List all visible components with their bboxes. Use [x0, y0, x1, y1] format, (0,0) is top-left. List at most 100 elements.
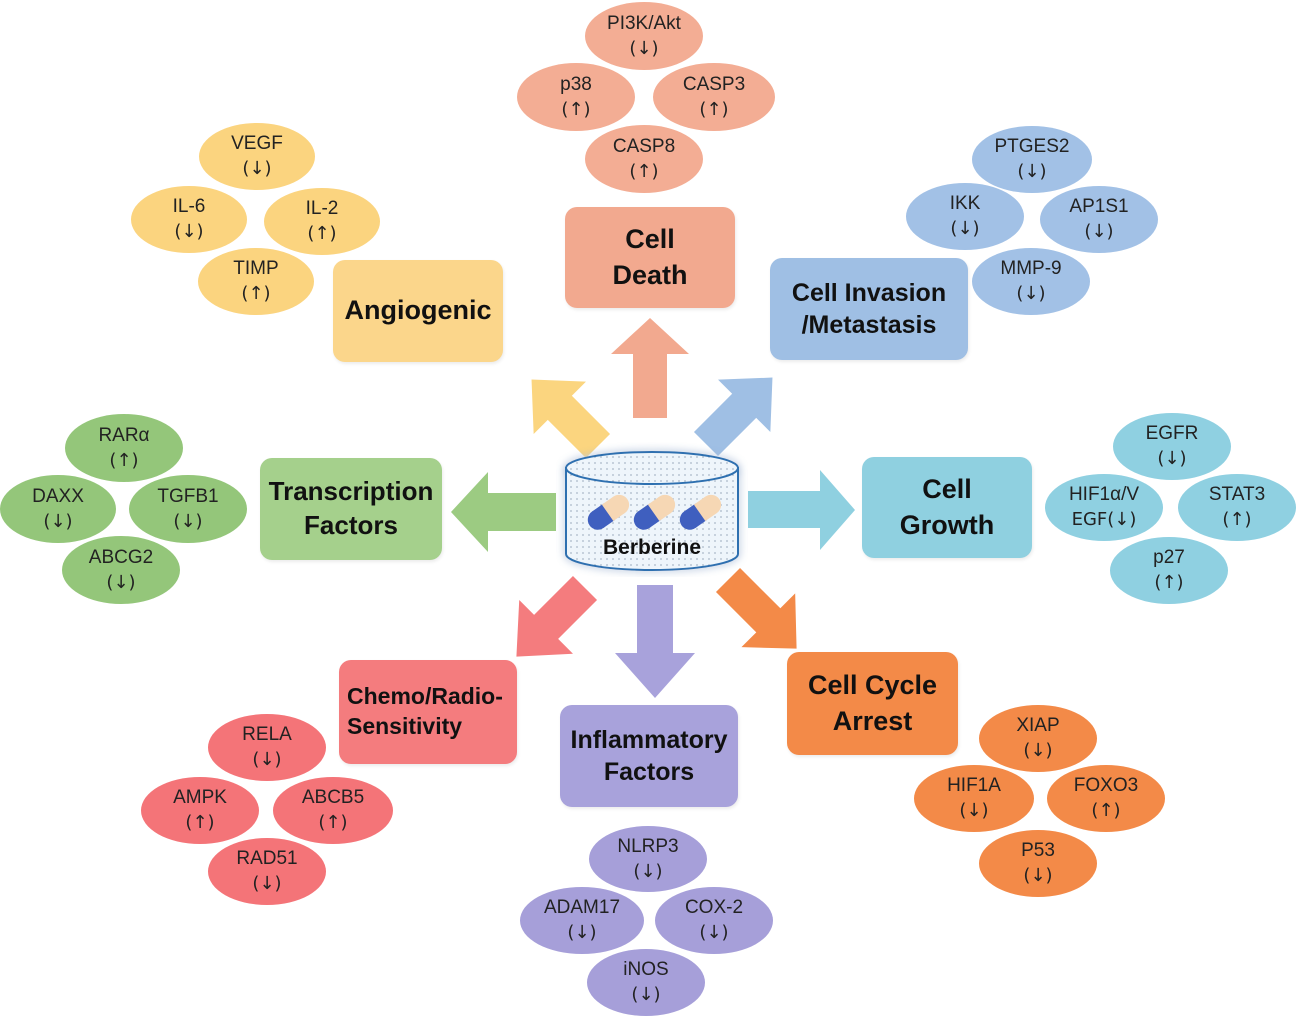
factor-regulation: (↓) [567, 922, 597, 944]
factor-name: DAXX [32, 485, 84, 507]
factor-name: RAD51 [236, 848, 298, 870]
category-box-cell-cycle-arrest: Cell Cycle Arrest [787, 652, 958, 755]
category-title: Cell Growth [899, 474, 995, 540]
factor-regulation: (↓) [252, 873, 282, 895]
factor-name: NLRP3 [617, 835, 679, 857]
factor-name: IKK [949, 193, 981, 215]
factor-regulation: EGF(↓) [1071, 509, 1137, 531]
factor-regulation: (↓) [959, 800, 989, 822]
factor-regulation: (↓) [106, 571, 136, 593]
factor-regulation: (↑) [561, 98, 591, 120]
factor-name: VEGF [231, 133, 283, 155]
berberine-label: Berberine [602, 536, 702, 559]
berberine-center: Berberine [556, 442, 748, 577]
factor-regulation: (↓) [1157, 448, 1187, 470]
factor-oval: XIAP (↓) [979, 705, 1097, 772]
factor-oval: IL-2 (↑) [264, 188, 380, 255]
factor-name: PTGES2 [994, 136, 1070, 158]
category-box-inflammatory-factors: Inflammatory Factors [560, 705, 738, 807]
category-title: Cell Invasion /Metastasis [791, 278, 947, 340]
factor-name: STAT3 [1208, 484, 1266, 506]
factor-regulation: (↓) [950, 218, 980, 240]
category-title: Inflammatory Factors [570, 725, 728, 787]
factor-oval: RARα (↑) [65, 414, 183, 482]
factor-oval: IKK (↓) [906, 183, 1024, 250]
factor-regulation: (↓) [631, 984, 661, 1006]
factor-regulation: (↑) [1222, 509, 1252, 531]
factor-name: FOXO3 [1073, 775, 1139, 797]
factor-oval: TIMP (↑) [198, 248, 314, 315]
factor-oval: PI3K/Akt (↓) [585, 2, 703, 70]
factor-name: XIAP [1016, 715, 1060, 737]
factor-oval: COX-2 (↓) [655, 887, 773, 954]
factor-oval: p38 (↑) [517, 63, 635, 131]
factor-oval: TGFB1 (↓) [129, 475, 247, 543]
category-box-angiogenic: Angiogenic [333, 260, 503, 362]
factor-oval: AP1S1 (↓) [1040, 186, 1158, 253]
category-box-cell-invasion: Cell Invasion /Metastasis [770, 258, 968, 360]
factor-oval: RELA (↓) [208, 714, 326, 781]
arrow-inflammatory [615, 585, 695, 698]
factor-oval: iNOS (↓) [587, 949, 705, 1016]
factor-oval: P53 (↓) [979, 830, 1097, 897]
factor-oval: CASP3 (↑) [653, 63, 775, 131]
factor-oval: FOXO3 (↑) [1047, 765, 1165, 832]
factor-regulation: (↑) [629, 160, 659, 182]
factor-name: IL-6 [172, 196, 206, 218]
factor-regulation: (↓) [629, 37, 659, 59]
arrow-cell-invasion [693, 377, 773, 457]
factor-name: p27 [1153, 547, 1185, 569]
factor-oval: p27 (↑) [1110, 537, 1228, 604]
factor-name: IL-2 [305, 198, 339, 220]
factor-regulation: (↑) [1091, 800, 1121, 822]
arrow-cell-death [611, 318, 689, 418]
factor-oval: HIF1α/V EGF(↓) [1045, 474, 1163, 541]
factor-name: MMP-9 [1000, 258, 1062, 280]
factor-oval: ADAM17 (↓) [520, 887, 644, 954]
factor-name: ADAM17 [543, 897, 621, 919]
factor-oval: EGFR (↓) [1113, 413, 1231, 480]
factor-name: TIMP [233, 258, 279, 280]
factor-regulation: (↓) [252, 749, 282, 771]
category-title: Cell Cycle Arrest [807, 670, 938, 736]
factor-oval: ABCB5 (↑) [273, 777, 393, 844]
factor-name: HIF1A [947, 775, 1001, 797]
category-box-chemo-radio-sensitivity: Chemo/Radio- Sensitivity [339, 660, 517, 764]
factor-oval: STAT3 (↑) [1178, 474, 1296, 541]
factor-oval: AMPK (↑) [141, 777, 259, 844]
factor-regulation: (↓) [1084, 221, 1114, 243]
arrow-cell-growth [748, 470, 855, 550]
category-title: Cell Death [612, 224, 688, 290]
factor-regulation: (↑) [185, 812, 215, 834]
factor-regulation: (↑) [318, 812, 348, 834]
factor-regulation: (↑) [699, 98, 729, 120]
factor-name: CASP3 [682, 73, 746, 95]
arrow-transcription [451, 472, 556, 552]
factor-name: iNOS [623, 959, 669, 981]
category-title: Angiogenic [344, 295, 492, 326]
factor-name: RARα [98, 424, 150, 446]
factor-regulation: (↓) [633, 860, 663, 882]
factor-name: p38 [560, 73, 592, 95]
arrow-cell-cycle-arrest [715, 567, 797, 649]
category-box-cell-death: Cell Death [565, 207, 735, 308]
factor-regulation: (↓) [174, 221, 204, 243]
arrow-chemo [516, 575, 598, 657]
factor-regulation: (↑) [307, 223, 337, 245]
factor-name: CASP8 [612, 135, 676, 157]
factor-oval: HIF1A (↓) [914, 765, 1034, 832]
factor-name: COX-2 [684, 897, 744, 919]
factor-regulation: (↓) [1017, 161, 1047, 183]
factor-regulation: (↓) [242, 158, 272, 180]
factor-oval: RAD51 (↓) [208, 838, 326, 905]
factor-name: AMPK [173, 787, 227, 809]
factor-regulation: (↓) [1023, 865, 1053, 887]
factor-oval: DAXX (↓) [0, 475, 116, 543]
category-title: Chemo/Radio- Sensitivity [347, 683, 503, 739]
factor-name: EGFR [1145, 423, 1199, 445]
pill-capsule-icon [565, 451, 739, 571]
factor-oval: NLRP3 (↓) [589, 826, 707, 892]
arrow-angiogenic [531, 379, 611, 459]
